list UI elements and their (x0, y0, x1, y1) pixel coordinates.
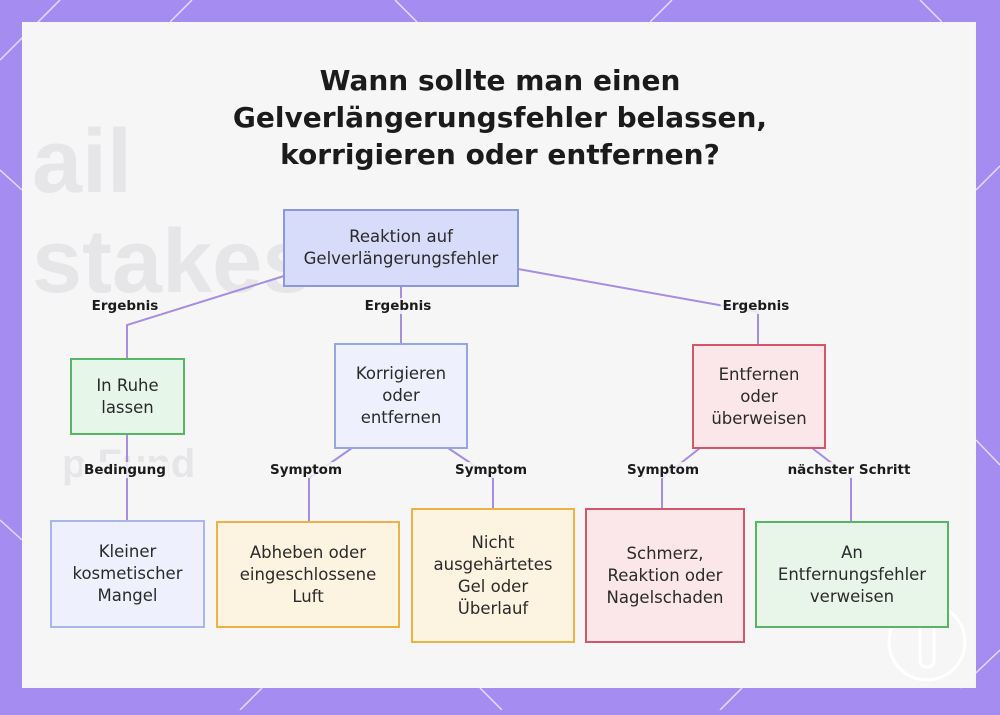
edge-remove-pain (661, 447, 701, 508)
node-leave-label: In Ruhe lassen (96, 375, 159, 417)
title-line-3: korrigieren oder entfernen? (280, 138, 720, 171)
edge-label-correct-lifting: Symptom (267, 462, 345, 478)
node-root-label: Reaktion auf Gelverlängerungsfehler (303, 227, 499, 268)
title-line-1: Wann sollte man einen (319, 64, 681, 97)
node-correct-label: Korrigieren oder entfernen (355, 364, 447, 427)
edge-label-remove-pain: Symptom (624, 462, 702, 478)
edge-root-leave (126, 275, 285, 358)
node-cosmetic-label: Kleiner kosmetischer Mangel (72, 542, 183, 605)
node-lifting-label: Abheben oder eingeschlossene Luft (239, 542, 377, 606)
page-title: Wann sollte man einen Gelverlängerungsfe… (0, 62, 1000, 173)
edge-correct-lifting (308, 447, 353, 521)
node-leave: In Ruhe lassen (70, 358, 185, 435)
edge-label-root-leave: Ergebnis (89, 298, 161, 314)
title-line-2: Gelverlängerungsfehler belassen, (232, 101, 768, 134)
node-pain: Schmerz, Reaktion oder Nagelschaden (585, 508, 745, 643)
node-root: Reaktion auf Gelverlängerungsfehler (283, 209, 519, 287)
edge-label-root-remove: Ergebnis (720, 298, 792, 314)
node-uncured-label: Nicht ausgehärtetes Gel oder Überlauf (433, 532, 553, 618)
node-remove-label: Entfernen oder überweisen (711, 364, 807, 428)
node-cosmetic: Kleiner kosmetischer Mangel (50, 520, 205, 628)
node-refer: An Entfernungsfehler verweisen (755, 521, 949, 628)
node-correct: Korrigieren oder entfernen (334, 343, 468, 449)
node-remove: Entfernen oder überweisen (692, 344, 826, 449)
edge-label-leave-cosmetic: Bedingung (82, 462, 168, 478)
node-lifting: Abheben oder eingeschlossene Luft (216, 521, 400, 628)
edge-label-root-correct: Ergebnis (362, 298, 434, 314)
edge-remove-refer (811, 447, 852, 521)
edge-label-remove-refer: nächster Schritt (785, 462, 913, 478)
node-refer-label: An Entfernungsfehler verweisen (777, 542, 927, 606)
node-uncured: Nicht ausgehärtetes Gel oder Überlauf (411, 508, 575, 643)
edge-correct-uncured (447, 447, 494, 508)
edge-label-correct-uncured: Symptom (452, 462, 530, 478)
node-pain-label: Schmerz, Reaktion oder Nagelschaden (606, 543, 724, 607)
